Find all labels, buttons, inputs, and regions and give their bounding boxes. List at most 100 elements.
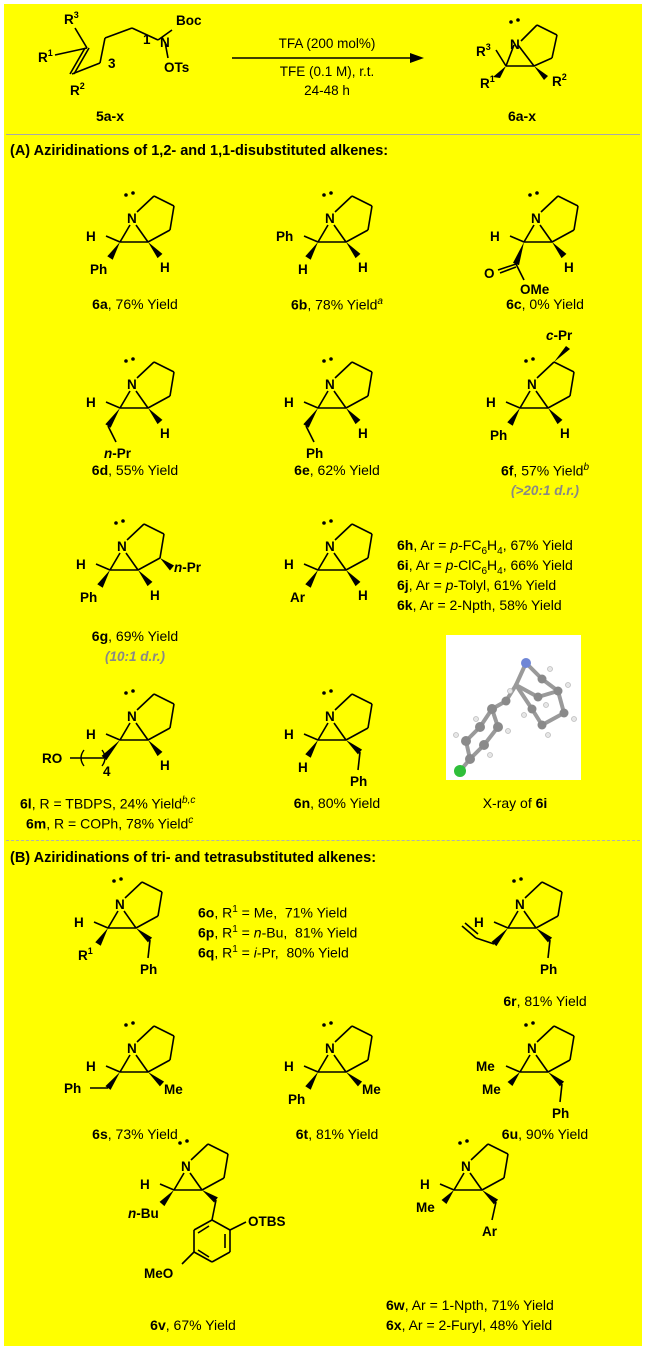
- bond: [334, 195, 353, 213]
- lone-pair-dot: [329, 519, 333, 523]
- bond: [305, 425, 315, 443]
- bond: [535, 1054, 549, 1073]
- divider-top: [6, 134, 640, 135]
- sm-locant-1: 1: [143, 32, 151, 47]
- wedge-bond: [148, 242, 163, 259]
- xray-caption: X-ray of 6i: [482, 795, 548, 811]
- bond: [551, 229, 575, 243]
- bond: [345, 395, 369, 409]
- ring-bond: [211, 1219, 231, 1231]
- scheme-svg: R1 R3 R2 3 1 N Boc OTs N R3 R1 R2: [38, 10, 567, 98]
- h: H: [358, 588, 368, 603]
- bond: [135, 224, 149, 243]
- bond: [333, 390, 347, 409]
- r1-substituent: R1: [78, 946, 93, 963]
- bond: [317, 224, 329, 243]
- lone-pair-dot: [322, 691, 326, 695]
- bond: [553, 1025, 575, 1037]
- h: H: [490, 229, 500, 244]
- nitrogen-6v: N: [181, 1159, 191, 1174]
- label-6s: 6s, 73% Yield: [92, 1126, 178, 1142]
- h: H: [86, 1059, 96, 1074]
- n-propyl: n-Pr: [174, 560, 202, 575]
- bond: [135, 390, 149, 409]
- bond: [573, 205, 579, 231]
- lone-pair-dot: [458, 1141, 462, 1145]
- label-6m: 6m, R = COPh, 78% Yieldc: [26, 815, 194, 832]
- lone-pair-dot: [178, 1141, 182, 1145]
- bond: [169, 703, 175, 729]
- label-6o: 6o, R1 = Me, 71% Yield: [198, 904, 348, 921]
- methyl: Me: [482, 1082, 501, 1097]
- bond: [303, 733, 319, 741]
- wedge-bond: [202, 1190, 218, 1203]
- bond: [345, 727, 369, 741]
- lone-pair-dot: [124, 193, 128, 197]
- h: H: [298, 760, 308, 775]
- bond: [189, 1172, 203, 1191]
- nitrogen-6u: N: [527, 1041, 537, 1056]
- lone-pair-dot: [329, 689, 333, 693]
- label-6n: 6n, 80% Yield: [293, 795, 381, 811]
- xray-structure: [453, 658, 577, 777]
- methoxy: OMe: [520, 282, 550, 297]
- wedge-bond: [148, 1072, 165, 1087]
- wedge-bond: [160, 558, 175, 571]
- bond: [536, 1025, 555, 1043]
- bond: [105, 401, 121, 409]
- lone-pair-dot: [531, 357, 535, 361]
- h: H: [86, 229, 96, 244]
- label-6f: 6f, 57% Yieldb: [500, 462, 590, 479]
- lone-pair-dot: [322, 359, 326, 363]
- bond: [535, 915, 559, 929]
- wedge-bond: [346, 740, 363, 755]
- label-6c: 6c, 0% Yield: [506, 296, 584, 312]
- wedge-bond: [138, 570, 153, 587]
- h: H: [564, 260, 574, 275]
- bond: [507, 910, 519, 929]
- aryl: Ar: [290, 590, 306, 605]
- phenyl: Ph: [276, 229, 293, 244]
- bond: [547, 395, 571, 409]
- bond: [136, 1025, 155, 1043]
- bond: [491, 1201, 497, 1221]
- nitrogen-6e: N: [325, 377, 335, 392]
- hashed-bond: [554, 346, 570, 362]
- label-6p: 6p, R1 = n-Bu, 81% Yield: [198, 924, 358, 941]
- wedge-bond: [507, 408, 520, 426]
- label-6u: 6u, 90% Yield: [501, 1126, 589, 1142]
- bond: [503, 1153, 509, 1179]
- bond: [345, 557, 369, 571]
- bond: [153, 195, 175, 207]
- bond: [153, 1025, 175, 1037]
- bond: [223, 1153, 229, 1179]
- bracket: [101, 749, 106, 767]
- phenyl: Ph: [140, 962, 157, 977]
- bond: [367, 703, 373, 729]
- bond: [569, 371, 575, 397]
- bond: [135, 915, 159, 929]
- bond: [334, 1025, 353, 1043]
- phenyl: Ph: [64, 1081, 81, 1096]
- bond: [351, 361, 373, 373]
- label-6r: 6r, 81% Yield: [503, 993, 587, 1009]
- lone-pair-dot: [465, 1139, 469, 1143]
- bond: [303, 1065, 319, 1073]
- bond: [519, 390, 531, 409]
- bond: [157, 891, 163, 917]
- ring-bond: [193, 1219, 213, 1231]
- bond: [439, 1183, 455, 1191]
- methoxy: MeO: [144, 1266, 173, 1281]
- lone-pair-dot: [121, 519, 125, 523]
- bond: [317, 1054, 329, 1073]
- bond: [95, 563, 111, 571]
- sm-n: N: [160, 35, 170, 50]
- lone-pair-dot: [512, 879, 516, 883]
- h: H: [160, 758, 170, 773]
- bond: [317, 722, 329, 741]
- ring-double: [197, 1225, 210, 1234]
- bond: [229, 1221, 247, 1231]
- bond: [169, 371, 175, 397]
